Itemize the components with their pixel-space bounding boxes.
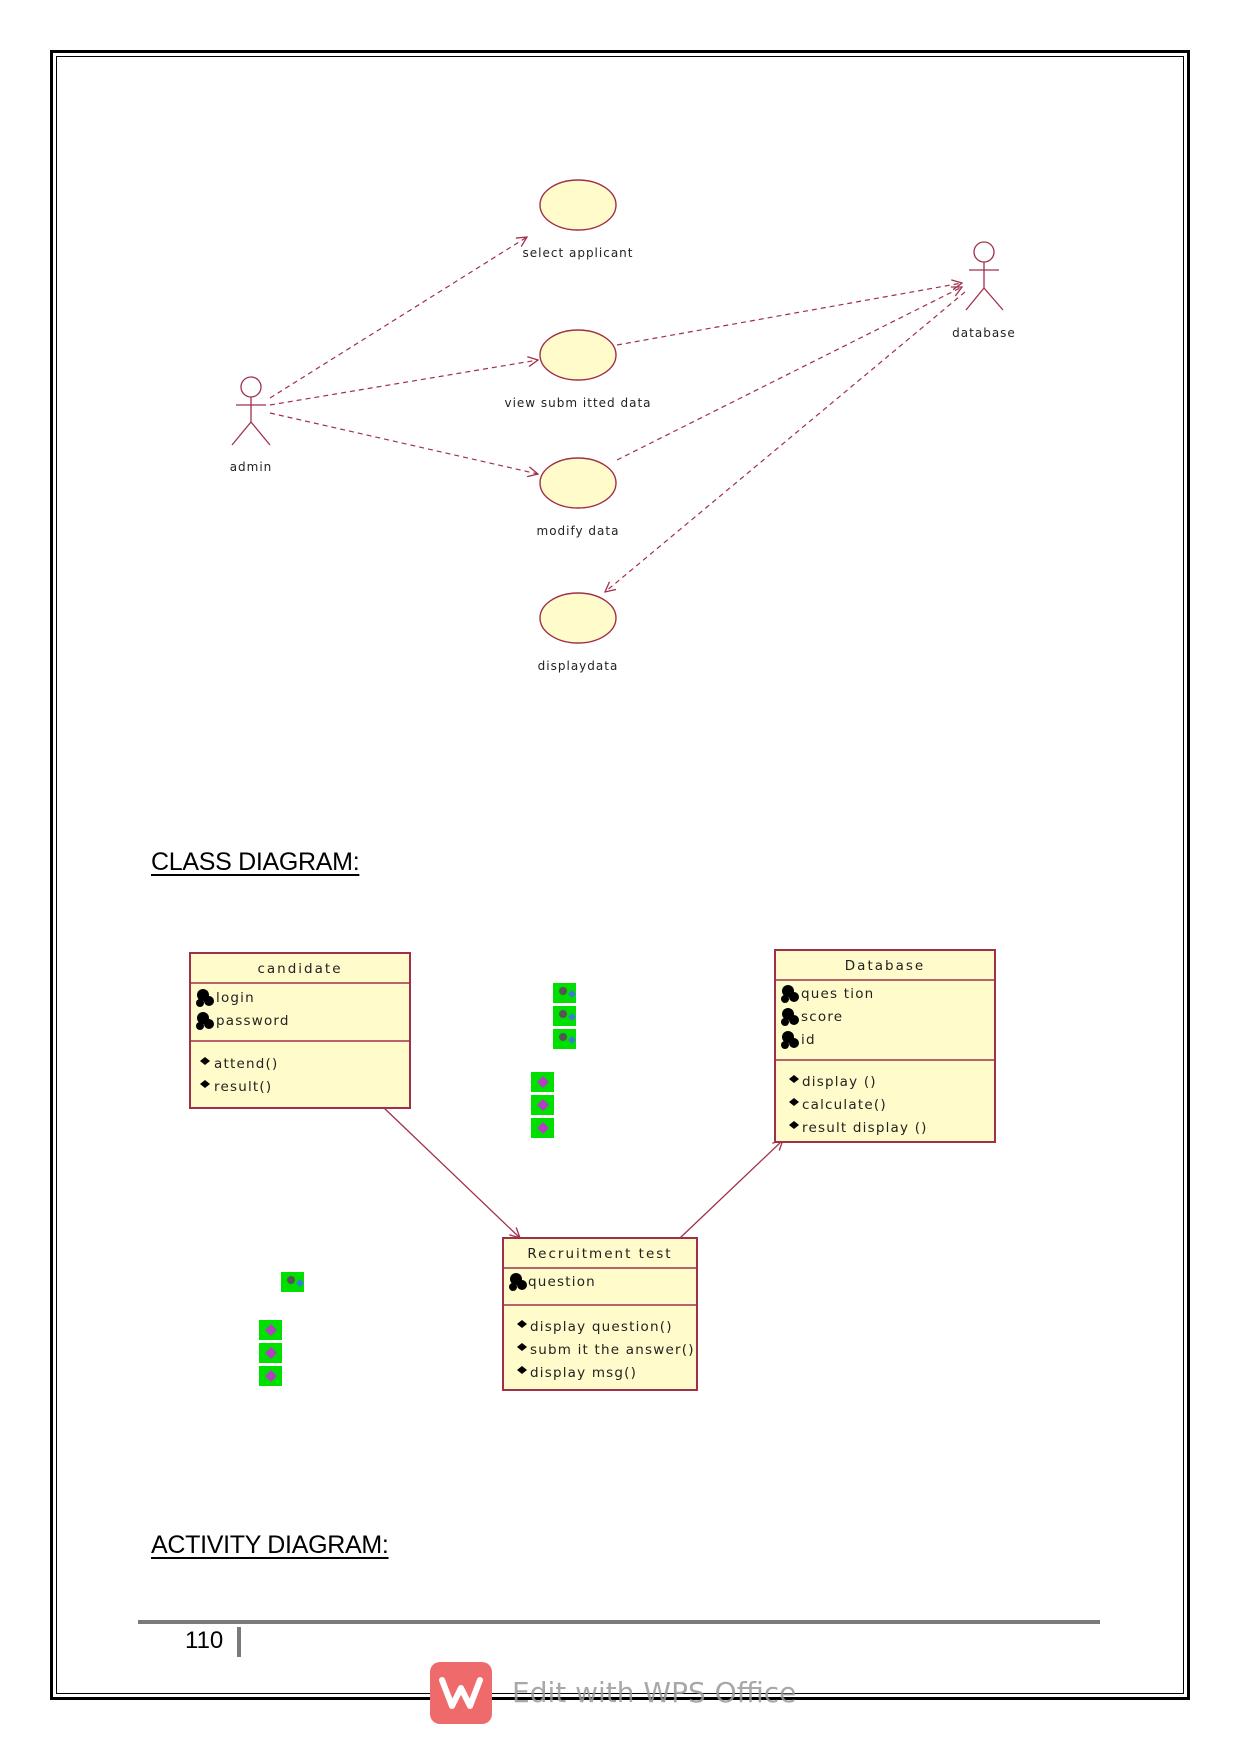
usecase-display-data xyxy=(539,592,617,644)
candidate-op-result: result() xyxy=(214,1079,272,1095)
candidate-attr-password: password xyxy=(216,1013,290,1029)
assoc-admin-select xyxy=(269,237,527,399)
footer-rule xyxy=(138,1620,1100,1624)
database-attr-question: ques tion xyxy=(801,986,874,1002)
class-diagram-heading: CLASS DIAGRAM: xyxy=(151,848,360,876)
database-actor-label: database xyxy=(952,326,1016,340)
usecase-display-data-label: displaydata xyxy=(538,659,619,673)
operation-icon xyxy=(789,1075,799,1129)
class-database-name: Database xyxy=(845,958,925,974)
page-border-inner xyxy=(56,56,1184,1694)
class-candidate-name: candidate xyxy=(257,961,342,977)
operation-icon xyxy=(200,1057,210,1088)
database-op-result-display: result display () xyxy=(802,1120,928,1136)
usecase-diagram: admin database select applicant view sub… xyxy=(230,179,1016,673)
candidate-op-attend: attend() xyxy=(214,1056,278,1072)
database-op-calculate: calculate() xyxy=(802,1097,887,1113)
stray-attribute-icons xyxy=(281,983,576,1292)
assoc-database-display xyxy=(605,291,966,592)
attribute-icon xyxy=(509,1273,527,1291)
database-actor-icon xyxy=(965,241,1004,311)
operation-icon xyxy=(517,1320,527,1374)
page-border-outer xyxy=(50,50,1190,1700)
attribute-icon xyxy=(781,985,799,1049)
usecase-view-submitted-data-label: view subm itted data xyxy=(504,396,651,410)
recruitment-op-submit-answer: subm it the answer() xyxy=(530,1342,695,1358)
activity-diagram-heading: ACTIVITY DIAGRAM: xyxy=(151,1531,389,1559)
wps-logo-icon xyxy=(430,1662,492,1724)
assoc-view-database xyxy=(616,283,962,346)
database-attr-id: id xyxy=(801,1032,816,1048)
assoc-recruitment-database xyxy=(679,1140,783,1239)
usecase-modify-data-label: modify data xyxy=(537,524,620,538)
wps-watermark-text: Edit with WPS Office xyxy=(512,1676,797,1709)
usecase-select-applicant xyxy=(539,179,617,231)
class-diagram: candidate login password attend() result… xyxy=(189,949,996,1391)
database-op-display: display () xyxy=(802,1074,877,1090)
recruitment-attr-question: question xyxy=(528,1274,596,1290)
recruitment-op-display-question: display question() xyxy=(530,1319,673,1335)
admin-actor-label: admin xyxy=(230,460,273,474)
page-number: 110 xyxy=(185,1627,224,1654)
attribute-icon xyxy=(196,989,214,1030)
admin-actor-icon xyxy=(231,376,271,446)
usecase-view-submitted-data xyxy=(539,329,617,381)
recruitment-op-display-msg: display msg() xyxy=(530,1365,637,1381)
database-attr-score: score xyxy=(801,1009,843,1025)
assoc-admin-view xyxy=(269,360,538,406)
class-recruitment-test: Recruitment test question display questi… xyxy=(502,1237,698,1391)
page-number-bar xyxy=(237,1627,241,1657)
usecase-modify-data xyxy=(539,457,617,509)
class-candidate: candidate login password attend() result… xyxy=(189,952,411,1109)
usecase-select-applicant-label: select applicant xyxy=(523,246,634,260)
assoc-admin-modify xyxy=(269,412,538,474)
assoc-modify-database xyxy=(616,287,962,461)
class-database: Database ques tion score id display () c… xyxy=(774,949,996,1143)
class-recruitment-name: Recruitment test xyxy=(527,1246,672,1262)
stray-operation-icons xyxy=(259,1072,554,1386)
assoc-candidate-recruitment xyxy=(382,1106,520,1238)
candidate-attr-login: login xyxy=(216,990,255,1006)
